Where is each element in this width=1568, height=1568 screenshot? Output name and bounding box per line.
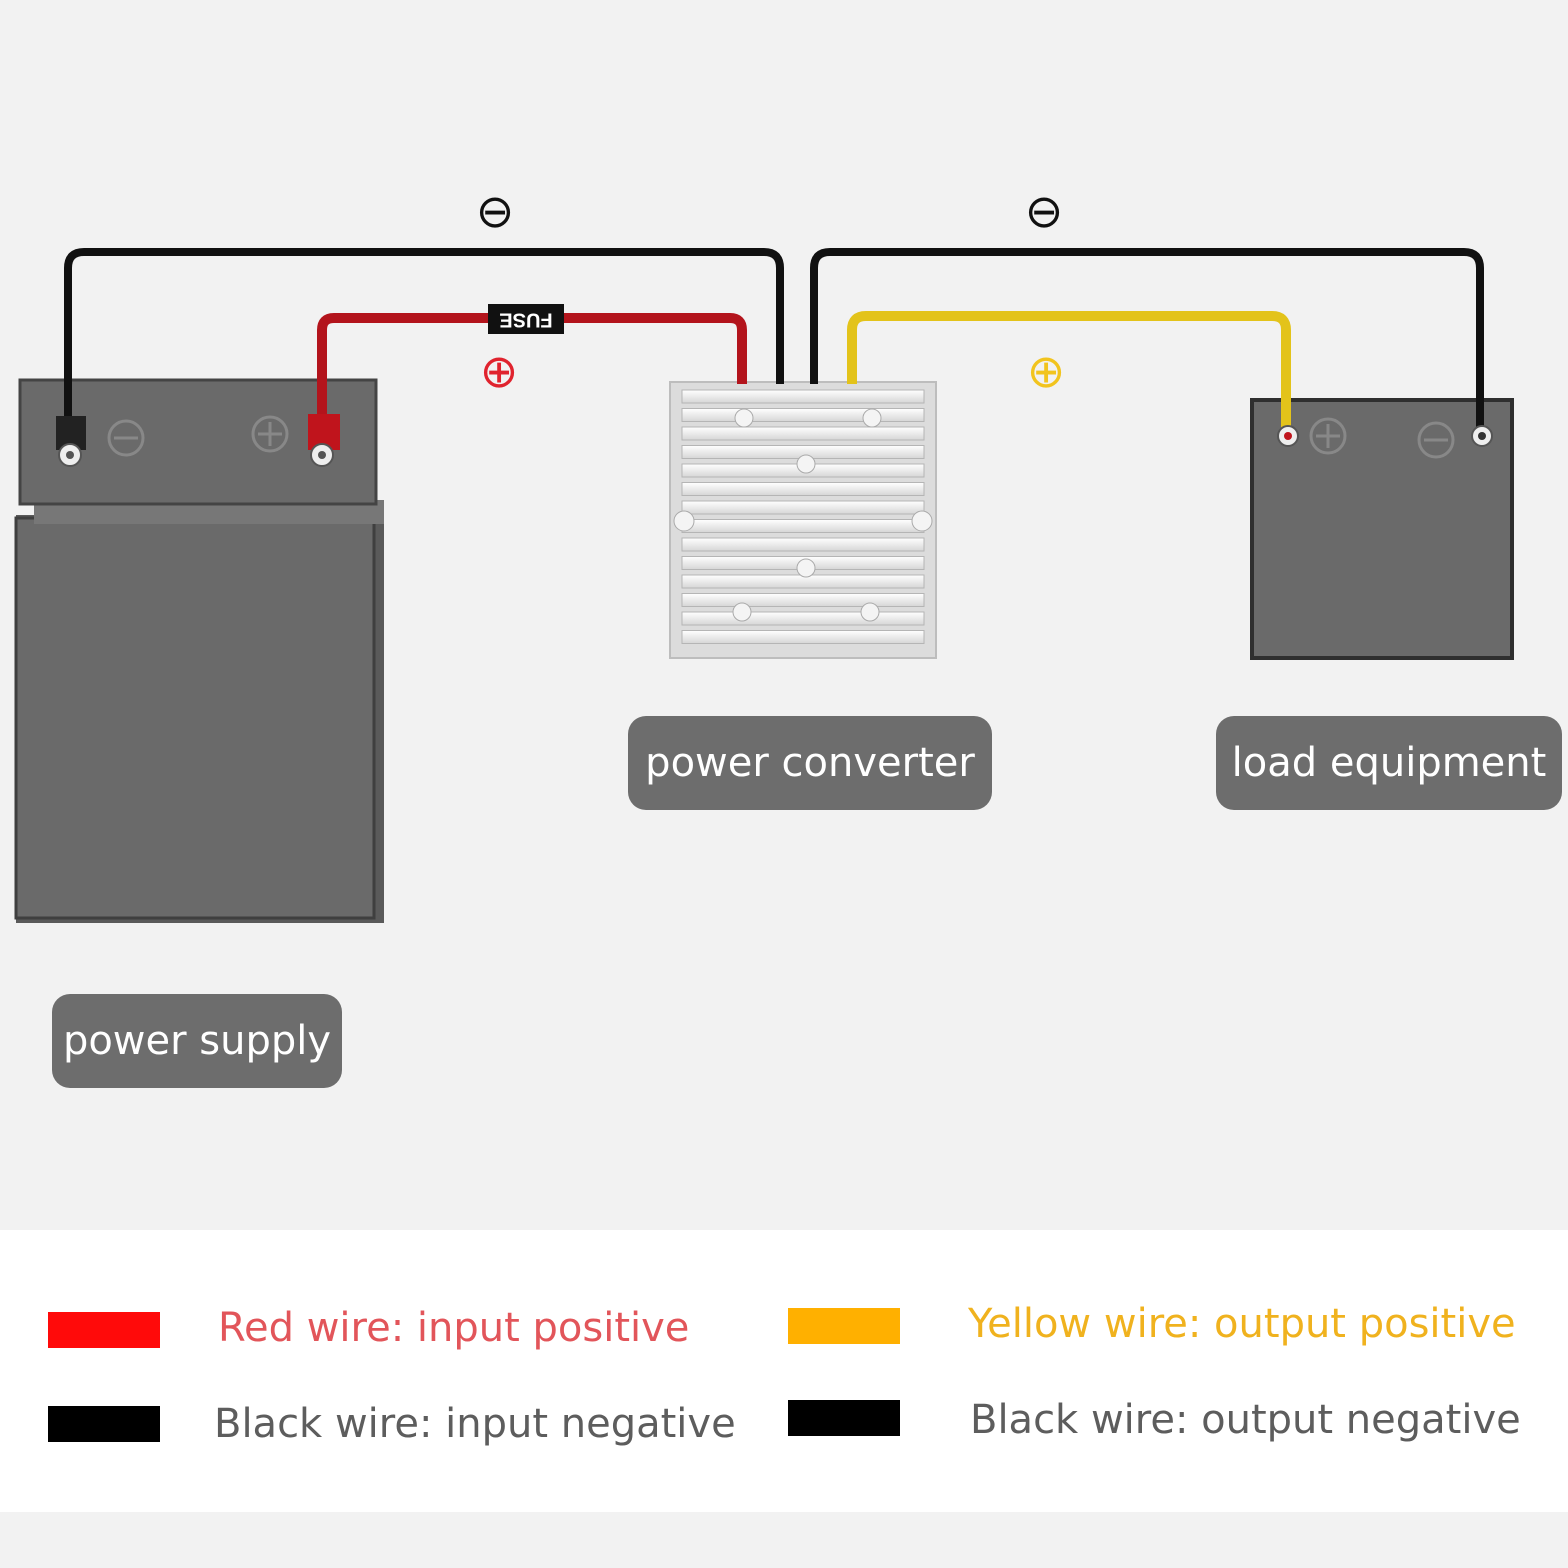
output-positive-symbol: ⊕ — [1027, 344, 1066, 398]
input-positive-symbol: ⊕ — [480, 344, 519, 398]
heatsink-fin — [681, 611, 925, 626]
red-wire-swatch — [48, 1312, 160, 1348]
load-positive-terminal — [1277, 425, 1299, 447]
power-converter-label: power converter — [628, 716, 992, 810]
heatsink-fin — [681, 426, 925, 441]
load-equipment-label: load equipment — [1216, 716, 1562, 810]
input-negative-symbol: ⊖ — [476, 184, 515, 238]
fuse-label: FUSE — [499, 309, 552, 331]
black-wire-input-negative — [64, 248, 784, 440]
black-wire-output-legend-label: Black wire: output negative — [970, 1397, 1521, 1443]
fuse: FUSE — [488, 304, 564, 334]
heatsink-fin — [681, 500, 925, 515]
output-negative-symbol: ⊖ — [1025, 184, 1064, 238]
battery-negative-terminal — [56, 416, 86, 467]
yellow-wire-swatch — [788, 1308, 900, 1344]
bottom-strip — [0, 1512, 1568, 1568]
power-supply-label: power supply — [52, 994, 342, 1088]
black-wire-input-legend-label: Black wire: input negative — [214, 1401, 736, 1447]
heatsink-fin — [681, 630, 925, 644]
heatsink-fin — [681, 537, 925, 552]
battery-positive-terminal — [308, 414, 340, 467]
black-wire-output-negative — [810, 248, 1484, 432]
wire-color-legend: Red wire: input positive Yellow wire: ou… — [0, 1230, 1568, 1512]
yellow-wire-output-positive — [847, 311, 1291, 432]
load-negative-terminal — [1471, 425, 1493, 447]
heatsink-fin — [681, 389, 925, 404]
heatsink-fin — [681, 593, 925, 607]
power-converter-device — [669, 381, 937, 659]
black-wire-input-swatch — [48, 1406, 160, 1442]
heatsink-fin — [681, 519, 925, 533]
black-wire-output-swatch — [788, 1400, 900, 1436]
red-wire-legend-label: Red wire: input positive — [218, 1305, 690, 1351]
heatsink-fin — [681, 482, 925, 496]
wiring-diagram: FUSE ⊖ ⊖ ⊕ ⊕ — [14, 184, 1514, 923]
yellow-wire-legend-label: Yellow wire: output positive — [968, 1301, 1516, 1347]
heatsink-fin — [681, 408, 925, 422]
